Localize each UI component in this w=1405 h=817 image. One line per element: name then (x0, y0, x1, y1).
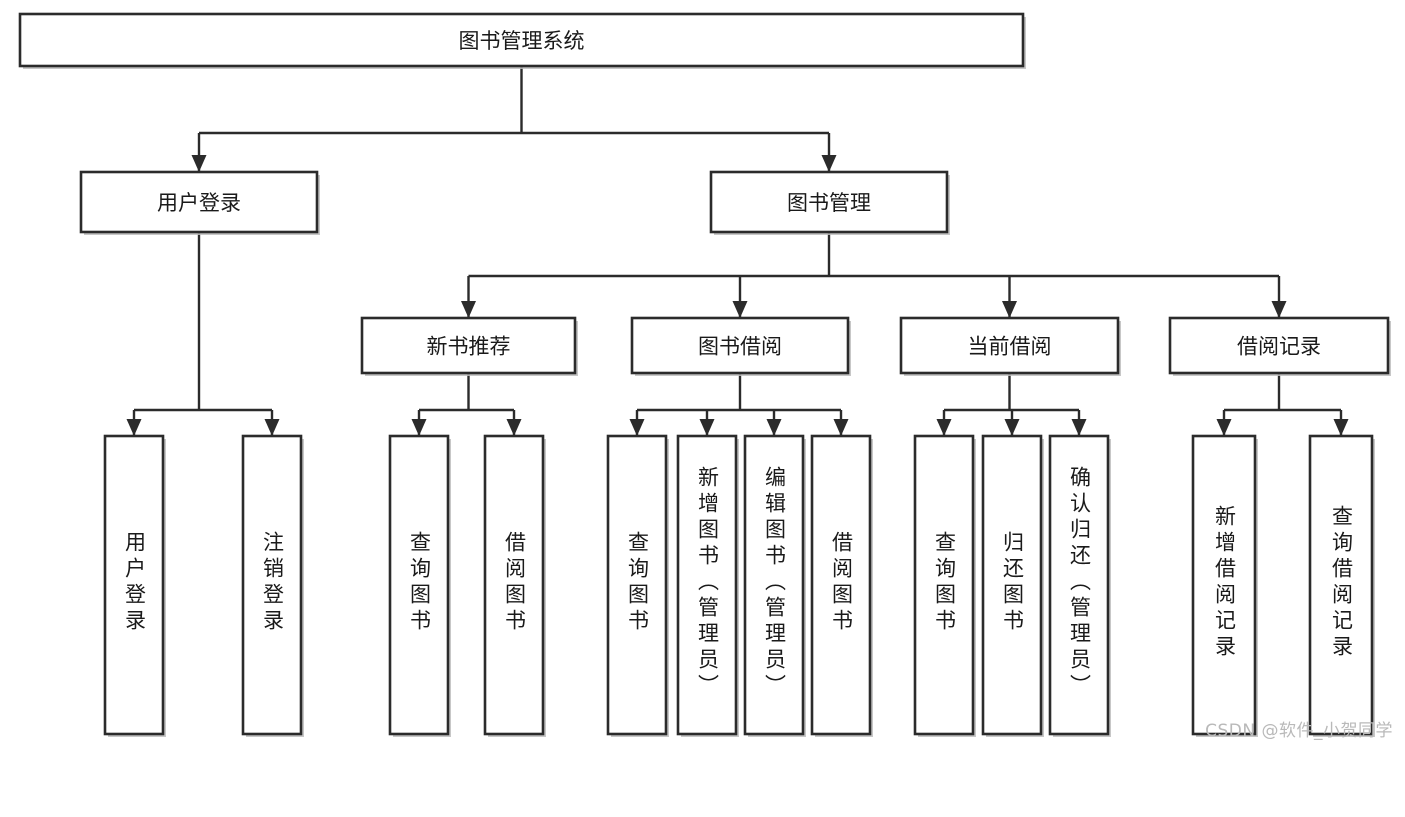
node-leaf-borrow-book-2-box[interactable] (810, 434, 873, 737)
arrow-head-icon (629, 419, 645, 436)
node-leaf-query-book-2-box[interactable] (606, 434, 669, 737)
connector-layer (126, 66, 1349, 436)
node-current-borrow-label: 当前借阅 (968, 335, 1052, 359)
node-user-login-label: 用户登录 (157, 191, 241, 215)
arrow-head-icon (1271, 301, 1287, 318)
arrow-head-icon (411, 419, 427, 436)
arrow-head-icon (264, 419, 280, 436)
arrow-head-icon (461, 301, 476, 318)
arrow-head-icon (506, 419, 522, 436)
node-leaf-query-record-box[interactable] (1308, 434, 1375, 737)
node-book-manage-label: 图书管理 (787, 191, 871, 215)
node-leaf-add-book-box[interactable] (676, 434, 739, 737)
node-leaf-add-record-box[interactable] (1191, 434, 1258, 737)
node-leaf-return-book-box[interactable] (981, 434, 1044, 737)
arrow-head-icon (936, 419, 952, 436)
arrow-head-icon (1004, 419, 1020, 436)
node-root-box[interactable]: 图书管理系统 (18, 12, 1026, 69)
node-leaf-edit-book-box[interactable] (743, 434, 806, 737)
node-leaf-query-book-3-box[interactable] (913, 434, 976, 737)
arrow-head-icon (833, 419, 849, 436)
arrow-head-icon (1333, 419, 1349, 436)
node-leaf-logout-box[interactable] (241, 434, 304, 737)
arrow-head-icon (1002, 301, 1017, 318)
diagram-canvas: 图书管理系统用户登录图书管理新书推荐图书借阅当前借阅借阅记录 用户登录注销登录查… (18, 12, 1393, 741)
node-leaf-confirm-return-box[interactable] (1048, 434, 1111, 737)
arrow-head-icon (126, 419, 142, 436)
arrow-head-icon (699, 419, 715, 436)
node-borrow-record-label: 借阅记录 (1237, 335, 1321, 359)
node-new-book-rec-label: 新书推荐 (427, 335, 511, 359)
node-book-borrow-box[interactable]: 图书借阅 (630, 316, 851, 376)
arrow-head-icon (732, 301, 748, 318)
node-book-manage-box[interactable]: 图书管理 (709, 170, 950, 235)
watermark-text: CSDN @软件_小贺同学 (1205, 721, 1393, 741)
arrow-head-icon (821, 155, 837, 172)
arrow-head-icon (191, 155, 207, 172)
node-leaf-query-book-1-box[interactable] (388, 434, 451, 737)
node-leaf-borrow-book-1-box[interactable] (483, 434, 546, 737)
node-new-book-rec-box[interactable]: 新书推荐 (360, 316, 578, 376)
node-current-borrow-box[interactable]: 当前借阅 (899, 316, 1121, 376)
node-borrow-record-box[interactable]: 借阅记录 (1168, 316, 1391, 376)
node-root-label: 图书管理系统 (459, 29, 585, 53)
node-leaf-user-login-box[interactable] (103, 434, 166, 737)
arrow-head-icon (1216, 419, 1232, 436)
arrow-head-icon (766, 419, 782, 436)
arrow-head-icon (1071, 419, 1087, 436)
node-book-borrow-label: 图书借阅 (698, 335, 782, 359)
node-user-login-box[interactable]: 用户登录 (79, 170, 320, 235)
